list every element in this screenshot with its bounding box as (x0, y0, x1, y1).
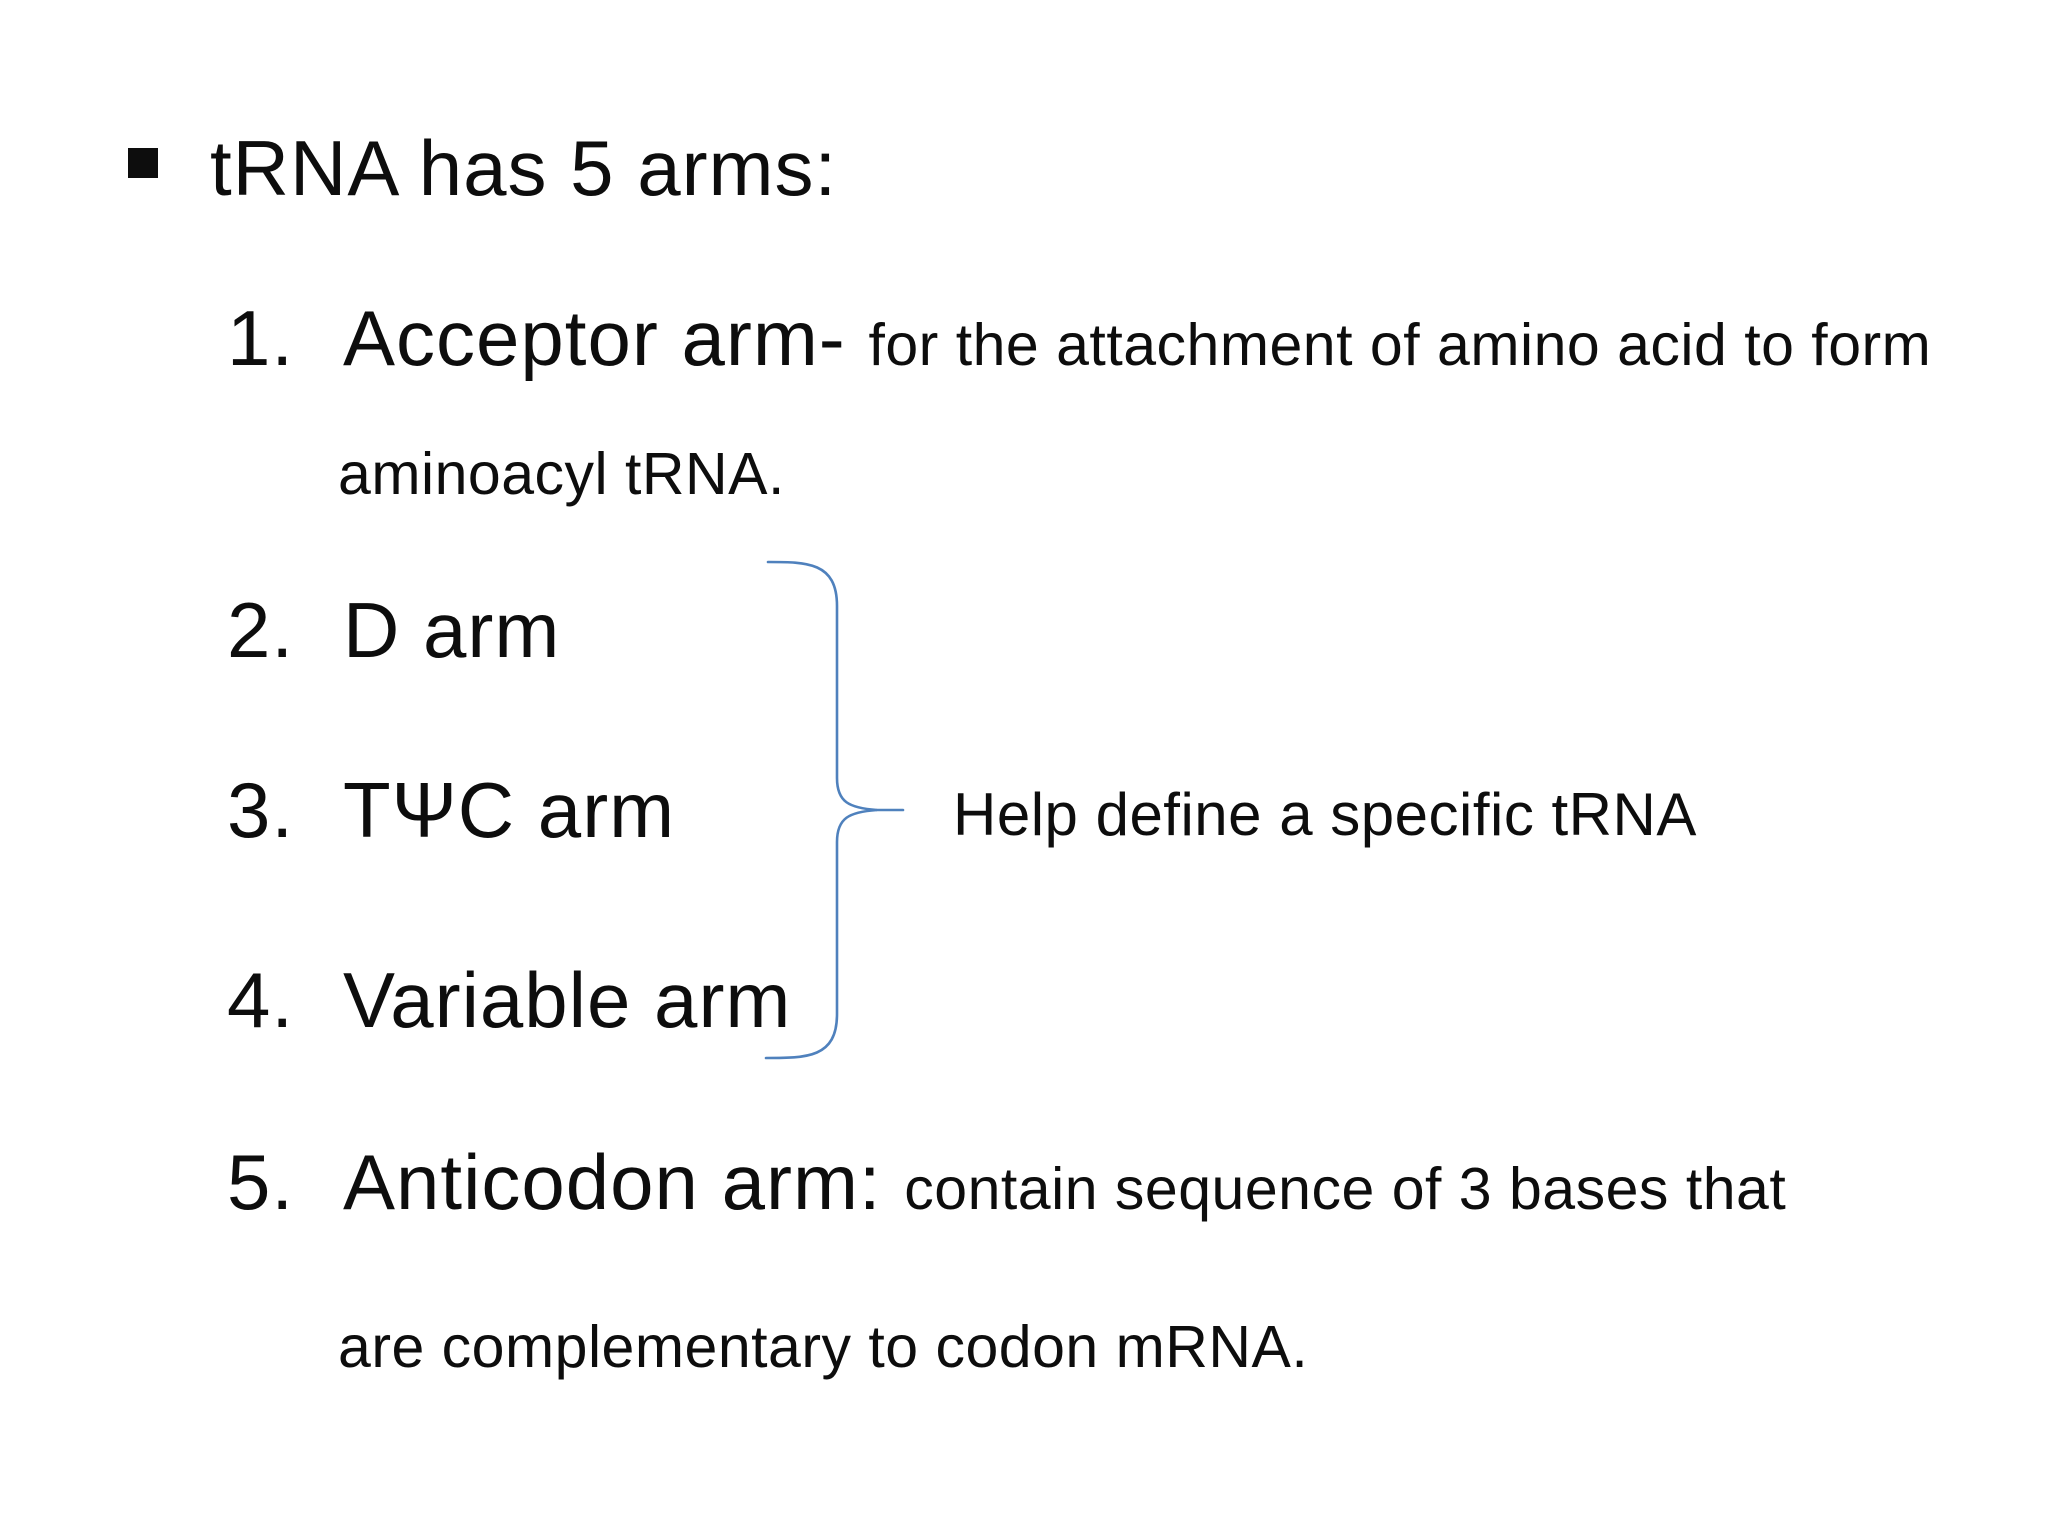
bullet-square-icon (128, 148, 158, 178)
slide-title: tRNA has 5 arms: (210, 124, 838, 212)
list-number: 3. (227, 766, 295, 854)
list-item-primary-text: Anticodon arm: (343, 1138, 882, 1226)
list-item-tpsic-arm: 3. TΨC arm (227, 764, 675, 858)
list-item-continuation-text: are complementary to codon mRNA. (338, 1314, 1309, 1380)
list-item-variable-arm: 4. Variable arm (227, 954, 791, 1048)
list-number: 1. (227, 294, 295, 382)
list-item-primary-text: Acceptor arm- (343, 294, 846, 382)
curly-brace-icon (764, 560, 905, 1060)
list-item-primary-text: TΨC arm (343, 766, 676, 854)
list-item-primary-text: Variable arm (343, 956, 792, 1044)
brace-annotation-text: Help define a specific tRNA (953, 781, 1697, 848)
list-number: 5. (227, 1138, 295, 1226)
list-number: 2. (227, 586, 295, 674)
list-item-anticodon-arm: 5. Anticodon arm: contain sequence of 3 b… (227, 1136, 1786, 1230)
list-item-secondary-text: for the attachment of amino acid to form (868, 312, 1932, 378)
list-item-d-arm: 2. D arm (227, 584, 560, 678)
curly-brace-path (764, 560, 878, 1060)
list-item-primary-text: D arm (343, 586, 561, 674)
list-item-acceptor-arm: 1. Acceptor arm- for the attachment of am… (227, 292, 1931, 386)
list-number: 4. (227, 956, 295, 1044)
list-item-secondary-text: contain sequence of 3 bases that (904, 1156, 1787, 1222)
list-item-continuation-text: aminoacyl tRNA. (338, 441, 785, 507)
